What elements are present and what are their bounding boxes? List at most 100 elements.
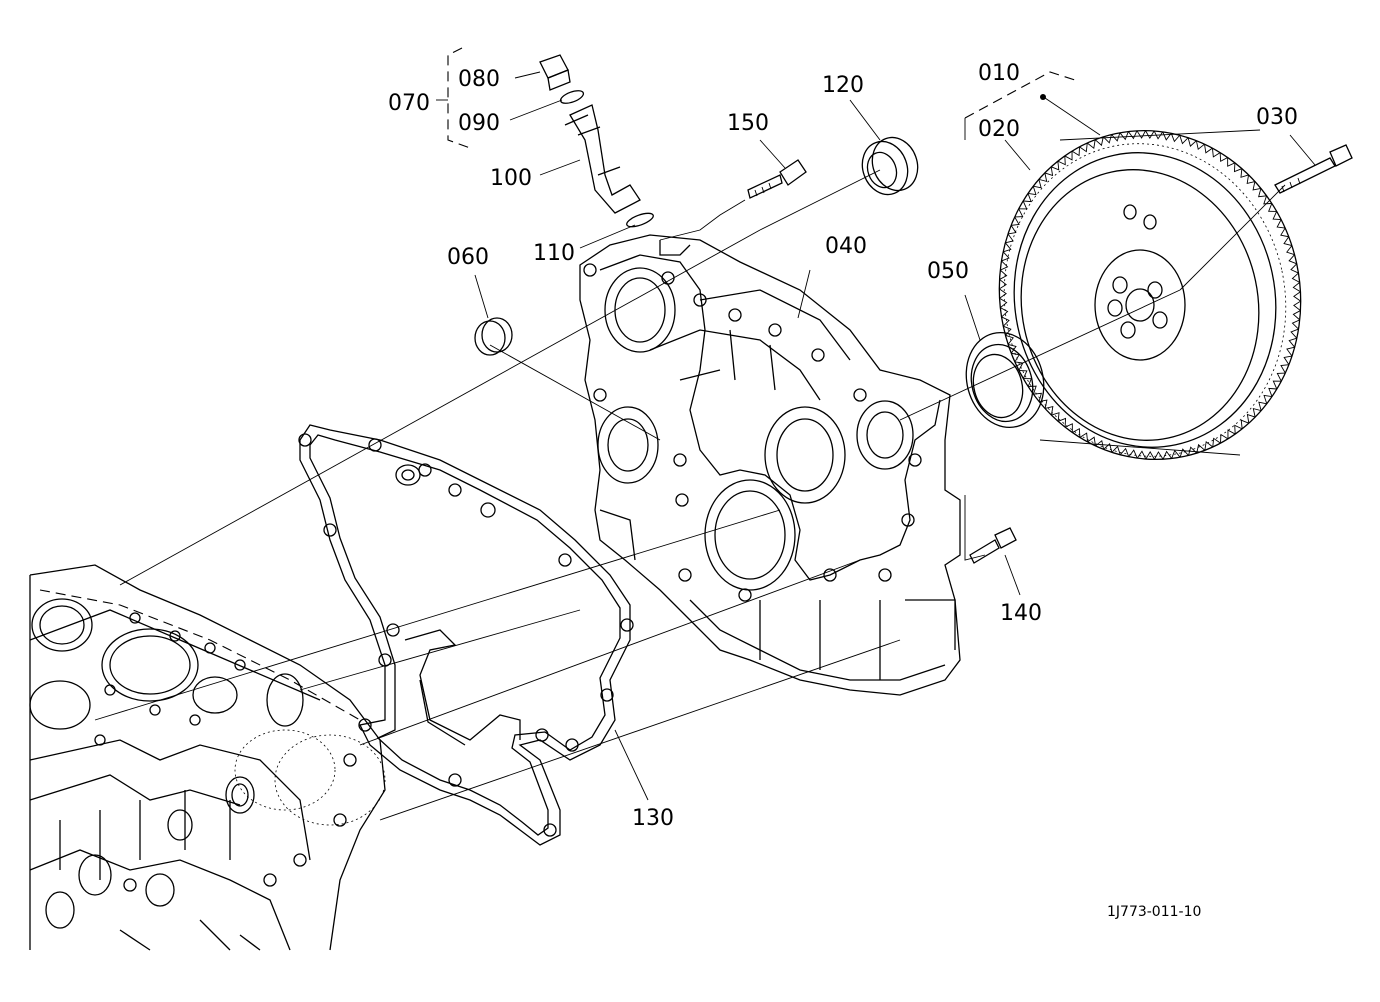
gear-tooth (1268, 203, 1277, 212)
gear-tooth (1128, 130, 1138, 140)
gear-tooth (1103, 443, 1113, 453)
gear-tooth (1212, 437, 1221, 448)
gear-tooth (1014, 208, 1024, 218)
gear-tooth (1187, 137, 1197, 147)
gear-tooth (1007, 225, 1017, 235)
gear-tooth (1292, 310, 1301, 321)
gear-tooth (1044, 166, 1054, 177)
gear-tooth (1179, 448, 1189, 458)
label-030: 030 (1256, 105, 1298, 130)
label-050: 050 (927, 259, 969, 284)
label-090: 090 (458, 111, 500, 136)
gear-tooth (1263, 195, 1272, 205)
gear-tooth (1003, 242, 1012, 253)
part-labels: 010 020 030 040 050 060 070 080 090 100 … (388, 61, 1298, 920)
label-010: 010 (978, 61, 1020, 86)
gear-tooth (1171, 449, 1181, 459)
bolt-150 (747, 139, 807, 199)
gear-tooth (1154, 451, 1164, 460)
gear-tooth (1246, 174, 1255, 185)
gear-tooth (1111, 445, 1121, 455)
gear-tooth (1023, 378, 1032, 387)
gear-tooth (1000, 260, 1009, 271)
oil-filler-assembly (436, 47, 654, 249)
gear-tooth (1001, 316, 1010, 327)
gear-tooth (1027, 186, 1037, 196)
gear-tooth (1288, 337, 1297, 348)
ring-gear-teeth (999, 130, 1301, 460)
label-040: 040 (825, 234, 867, 259)
gear-tooth (1145, 130, 1155, 140)
gear-tooth (999, 279, 1007, 290)
gear-tooth (1111, 132, 1121, 142)
gear-tooth (1258, 188, 1267, 198)
gear-tooth (1240, 168, 1249, 178)
gear-tooth (1240, 419, 1249, 429)
gear-tooth (1280, 227, 1289, 238)
gear-tooth (999, 297, 1008, 308)
gear-tooth (1071, 146, 1080, 157)
gear-tooth (1204, 440, 1214, 451)
bolt-030 (1274, 134, 1353, 194)
gasket-130 (298, 424, 649, 846)
gear-tooth (1072, 427, 1081, 438)
group-bracket-010 (964, 71, 1076, 119)
gear-tooth (1153, 130, 1164, 140)
gear-tooth (1258, 401, 1267, 411)
gear-tooth (1011, 352, 1020, 363)
gear-tooth (1102, 134, 1112, 144)
gear-tooth (1064, 151, 1073, 161)
gear-tooth (1039, 399, 1048, 409)
gear-tooth (1033, 179, 1042, 189)
gear-tooth (1005, 334, 1014, 345)
label-140: 140 (1000, 601, 1042, 626)
gear-tooth (1276, 219, 1286, 229)
engine-block (29, 564, 386, 951)
gear-tooth (1293, 291, 1301, 302)
label-070: 070 (388, 91, 430, 116)
label-150: 150 (727, 111, 769, 136)
label-020: 020 (978, 117, 1020, 142)
gear-tooth (1170, 133, 1181, 143)
gear-tooth (1179, 135, 1189, 145)
gear-tooth (1291, 319, 1300, 330)
gear-tooth (1290, 263, 1299, 274)
flywheel-010 (998, 97, 1302, 461)
plug-060 (474, 274, 513, 356)
gear-tooth (1001, 251, 1010, 262)
gear-tooth (1280, 364, 1289, 374)
gear-tooth (1087, 436, 1096, 446)
gear-tooth (1000, 307, 1009, 318)
gear-tooth (1033, 392, 1042, 402)
gear-tooth (1286, 346, 1295, 357)
gear-tooth (1233, 162, 1243, 173)
gear-tooth (1246, 413, 1256, 424)
gear-tooth (1014, 361, 1024, 371)
gear-tooth (1272, 211, 1282, 221)
gear-tooth (1119, 447, 1130, 457)
gear-tooth (999, 269, 1008, 280)
bolt-140 (969, 527, 1021, 596)
gear-tooth (1079, 142, 1088, 153)
gear-tooth (1290, 328, 1299, 339)
label-080: 080 (458, 67, 500, 92)
gear-tooth (999, 288, 1007, 299)
gear-tooth (1003, 325, 1012, 336)
gear-tooth (1095, 439, 1105, 450)
gear-tooth (1038, 172, 1048, 183)
gear-tooth (1283, 355, 1293, 365)
group-bracket-010-dot (1040, 94, 1046, 100)
gear-tooth (1286, 245, 1295, 256)
gear-tooth (1079, 432, 1089, 442)
drawing-code: 1J773-011-10 (1107, 904, 1201, 920)
label-120: 120 (822, 73, 864, 98)
gear-tooth (1045, 405, 1054, 416)
gear-tooth (1252, 181, 1261, 191)
gear-tooth (1064, 423, 1073, 433)
gear-tooth (1293, 300, 1301, 311)
gear-tooth (1188, 446, 1198, 456)
gear-tooth (1211, 148, 1221, 158)
gear-tooth (1227, 429, 1236, 439)
gear-tooth (1276, 372, 1286, 382)
label-110: 110 (533, 241, 575, 266)
